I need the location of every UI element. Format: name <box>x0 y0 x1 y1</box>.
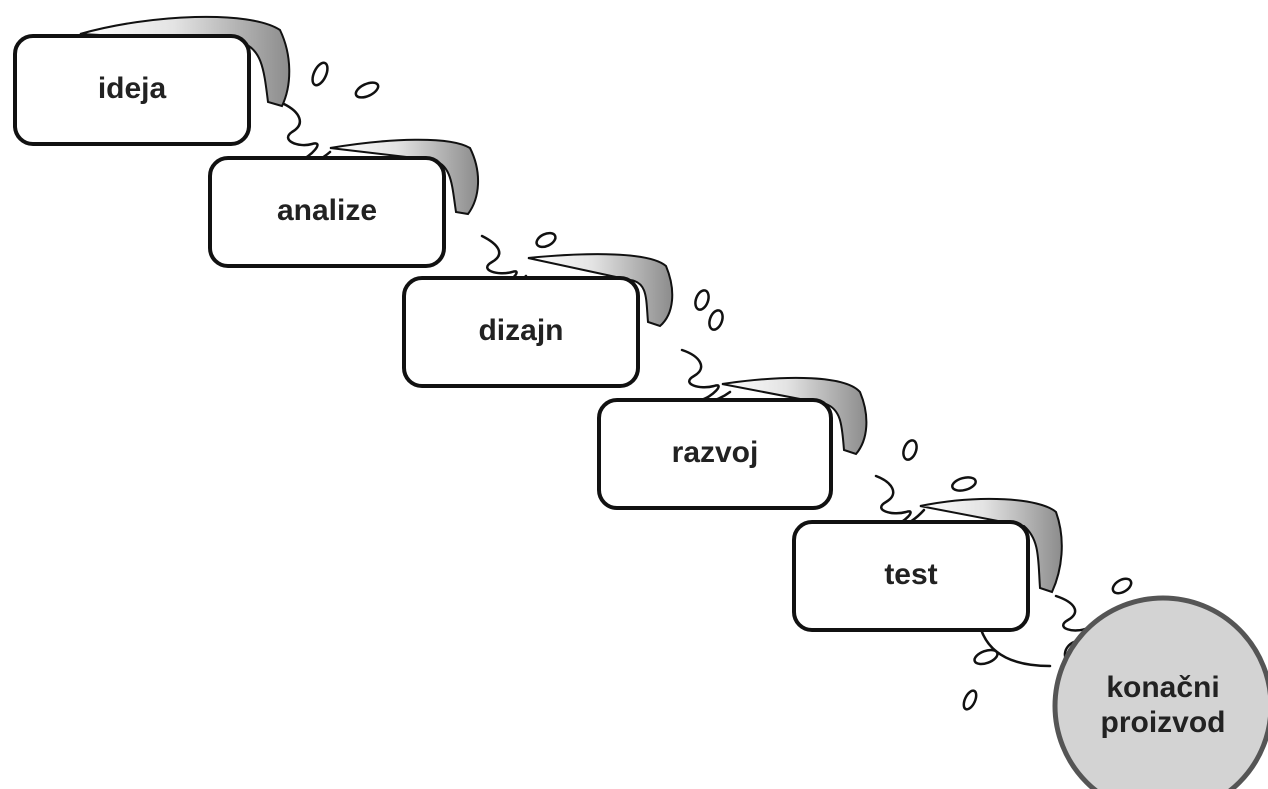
droplet <box>708 309 724 331</box>
stage-box <box>13 34 251 146</box>
final-product-circle <box>1052 595 1268 789</box>
droplet <box>354 81 380 99</box>
droplet <box>535 231 557 249</box>
droplet <box>694 289 710 311</box>
stage-box <box>402 276 640 388</box>
stage-test: test <box>792 520 1030 632</box>
stage-dizajn: dizajn <box>402 276 640 388</box>
stage-ideja: ideja <box>13 34 251 146</box>
stage-box <box>792 520 1030 632</box>
final-label-line1: konačni <box>1106 671 1219 704</box>
stage-label-dizajn: dizajn <box>478 314 563 347</box>
stage-box <box>208 156 446 268</box>
final-label-line2: proizvod <box>1101 706 1226 739</box>
stage-label-razvoj: razvoj <box>672 436 759 469</box>
droplet <box>1111 577 1133 595</box>
stage-label-analize: analize <box>277 194 377 227</box>
stage-label-test: test <box>884 558 937 591</box>
stage-box <box>597 398 833 510</box>
water-droplets <box>311 61 1133 711</box>
droplet <box>311 61 329 87</box>
stage-analize: analize <box>208 156 446 268</box>
stage-label-ideja: ideja <box>98 72 167 105</box>
droplet <box>962 689 978 711</box>
final-product: konačni proizvod <box>1052 595 1268 789</box>
droplet <box>951 476 977 492</box>
droplet <box>973 648 999 666</box>
droplet <box>902 439 918 461</box>
stage-razvoj: razvoj <box>597 398 833 510</box>
